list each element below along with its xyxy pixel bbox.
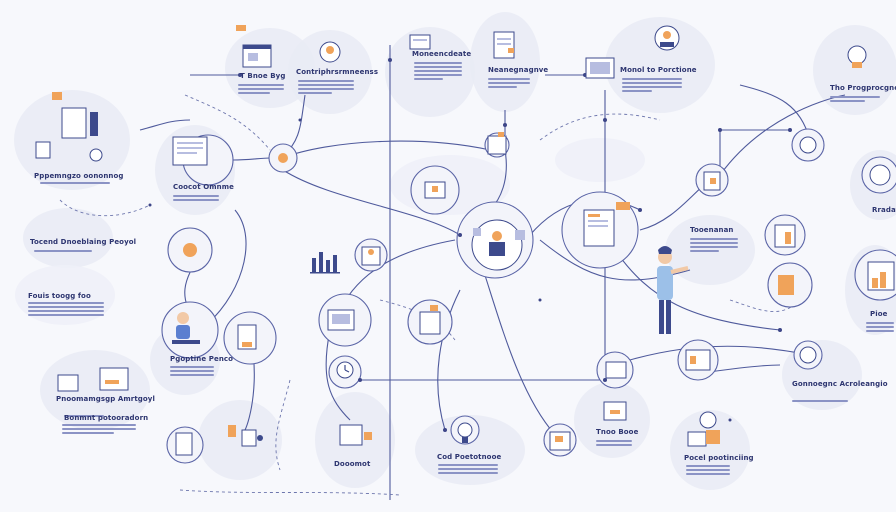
profile-card-icon <box>869 164 891 186</box>
bulb-circle-icon <box>799 346 817 364</box>
node-description <box>830 94 880 104</box>
document-page-icon <box>493 31 515 59</box>
node-description <box>488 76 530 90</box>
file-document-icon <box>175 432 193 456</box>
browser-window-icon <box>236 25 272 68</box>
database-icon <box>361 246 381 266</box>
node-description <box>866 320 894 334</box>
node-rings <box>161 128 896 464</box>
clipboard-icon <box>409 34 431 50</box>
board-icon <box>605 361 627 379</box>
connector-dots <box>148 58 812 432</box>
chart-document-icon <box>339 424 372 446</box>
bulb-idea-icon <box>183 243 197 257</box>
presenter-person-icon <box>657 246 689 334</box>
user-avatar-icon <box>319 41 341 63</box>
node-description <box>28 300 104 318</box>
node-description <box>238 82 284 96</box>
node-description <box>40 180 110 186</box>
clock-icon <box>336 361 354 379</box>
node-description <box>62 422 136 436</box>
node-description <box>686 463 730 477</box>
node-description <box>690 236 738 254</box>
bar-document-icon <box>774 224 796 248</box>
file-box-icon <box>703 171 721 191</box>
node-label: Monol to Porctione <box>620 66 697 74</box>
monitor-screen-icon <box>585 57 615 79</box>
node-label: Pioe <box>870 310 888 318</box>
code-editor-icon <box>583 202 630 247</box>
node-description <box>64 413 104 419</box>
node-label: Tnoo Booe <box>596 428 639 436</box>
node-label: Gonnoegnc Acroleangio <box>792 380 888 388</box>
handshake-icon <box>687 411 720 447</box>
node-description <box>34 248 92 254</box>
person-at-desk-icon <box>654 25 680 51</box>
node-description <box>438 462 498 476</box>
node-label: Coocot Omnme <box>173 183 234 191</box>
node-description <box>170 364 214 378</box>
node-label: Pocel pootinciing <box>684 454 754 462</box>
node-label: Tooenanan <box>690 226 734 234</box>
node-label: Bonmnt potooradorn <box>64 414 149 422</box>
node-label: Tocend Dnoeblaing Peoyol <box>30 238 137 246</box>
chart-panel-icon <box>867 261 895 291</box>
node-label: Pnoomamgsgp Amrtgoyl <box>56 395 155 403</box>
node-description <box>792 398 848 404</box>
node-label: Pgoptine Penco <box>170 355 234 363</box>
microphone-icon <box>457 422 473 443</box>
laptop-icon <box>35 92 103 162</box>
node-description <box>596 438 632 448</box>
node-label: T Bnoe Byg <box>240 72 286 80</box>
presentation-board-icon <box>327 309 355 331</box>
worker-at-laptop-icon <box>172 312 200 344</box>
node-label: Moneencdeate <box>412 50 472 58</box>
folder-icon <box>549 431 571 451</box>
node-label: Dooomot <box>334 460 371 468</box>
developer-avatar-icon <box>471 219 525 271</box>
workstation-icon <box>57 367 129 392</box>
network-nodes-icon <box>228 425 263 447</box>
bar-chart-icon <box>310 252 340 274</box>
node-label: Cod Poetotnooe <box>437 453 502 461</box>
computer-monitor-icon <box>172 136 208 166</box>
analytics-icon <box>685 349 711 371</box>
node-label: Pppemngzo oononnog <box>34 172 124 180</box>
node-label: Fouis toogg foo <box>28 292 91 300</box>
gear-icon <box>278 153 288 163</box>
node-label: Tho Progprocgnep <box>830 84 896 92</box>
node-description <box>298 78 354 96</box>
node-description <box>173 193 219 203</box>
lightbulb-icon <box>847 45 867 68</box>
node-label: Rraday <box>872 206 896 214</box>
orange-folder-icon <box>778 275 794 295</box>
document-list-icon <box>603 401 627 421</box>
tablet-icon <box>419 305 441 335</box>
cloud-sync-icon <box>799 136 817 154</box>
node-label: Neanegnagnve <box>488 66 549 74</box>
node-label: Contriphrsrmneenss <box>296 68 379 76</box>
node-description <box>414 60 462 82</box>
node-description <box>622 76 682 94</box>
calendar-icon <box>424 181 446 199</box>
report-icon <box>237 324 257 350</box>
file-stack-icon <box>487 132 507 155</box>
